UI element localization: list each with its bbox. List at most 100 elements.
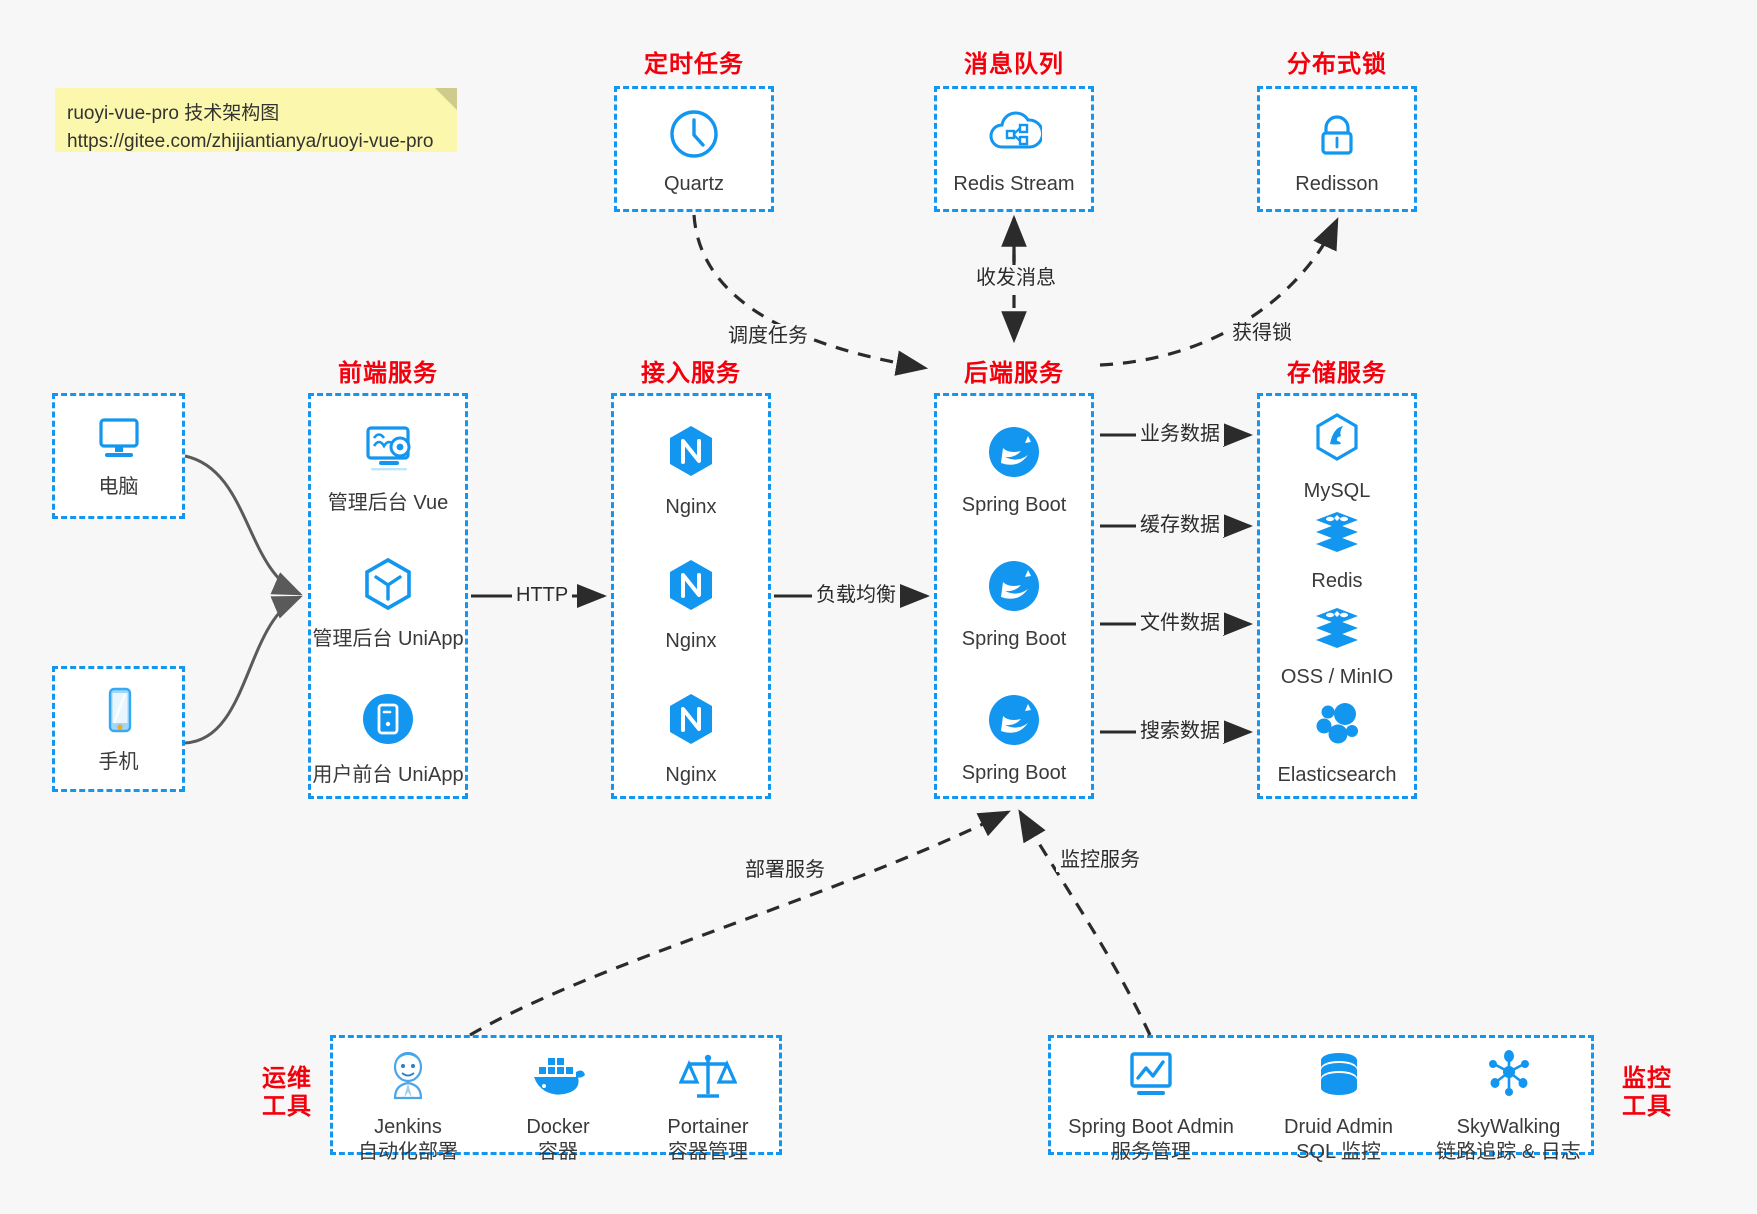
group-label-devops-line1: 运维 [262,1065,312,1092]
group-box-storage: MySQL Redis [1257,393,1417,799]
skywalking-icon [1426,1048,1591,1109]
group-label-lock: 分布式锁 [1287,51,1387,78]
group-label-scheduler: 定时任务 [644,51,744,78]
node-redis-stream[interactable]: Redis Stream [937,107,1091,197]
diagram-note: ruoyi-vue-pro 技术架构图 https://gitee.com/zh… [55,88,457,152]
redis-icon [1260,506,1414,563]
node-sublabel: 容器 [538,1141,578,1163]
node-spring-boot-3[interactable]: Spring Boot [937,690,1091,786]
database-icon [1251,1048,1426,1109]
node-skywalking[interactable]: SkyWalking 链路追踪 & 日志 [1426,1048,1591,1165]
node-admin-uniapp[interactable]: 管理后台 UniApp [311,554,465,652]
group-label-frontend: 前端服务 [338,360,438,387]
edge-label-http: HTTP [512,583,573,607]
oss-icon [1260,602,1414,659]
node-label: Spring Boot [961,762,1067,784]
node-label: Redis [1311,570,1363,592]
edge-label-load-balance: 负载均衡 [812,583,900,607]
edge-label-message: 收发消息 [972,266,1060,290]
node-spring-boot-admin[interactable]: Spring Boot Admin 服务管理 [1051,1048,1251,1165]
node-desktop[interactable]: 电脑 [55,412,182,500]
jenkins-icon [333,1048,483,1109]
node-spring-boot-1[interactable]: Spring Boot [937,422,1091,518]
node-label: 手机 [98,751,139,773]
node-mysql[interactable]: MySQL [1260,410,1414,504]
elasticsearch-icon [1260,698,1414,757]
node-nginx-2[interactable]: Nginx [614,556,768,654]
scales-icon [633,1048,783,1109]
nginx-icon [614,690,768,757]
node-label: Nginx [665,496,717,518]
cube-icon [311,554,465,621]
group-box-client-mobile: 手机 [52,666,185,792]
node-label: MySQL [1303,480,1371,502]
node-user-uniapp[interactable]: 用户前台 UniApp [311,690,465,788]
edge-label-file-data: 文件数据 [1136,611,1224,635]
node-nginx-1[interactable]: Nginx [614,422,768,520]
group-label-monitor: 监控 工具 [1612,1065,1682,1122]
node-label: Druid Admin [1284,1116,1393,1138]
group-box-client-pc: 电脑 [52,393,185,519]
node-redis[interactable]: Redis [1260,506,1414,594]
node-label: Jenkins [374,1116,442,1138]
nginx-icon [614,556,768,623]
node-label: 电脑 [98,476,139,498]
group-label-monitor-line1: 监控 [1622,1065,1672,1092]
monitor-chart-icon [1051,1048,1251,1109]
spring-icon [937,422,1091,487]
group-label-backend: 后端服务 [964,360,1064,387]
node-phone[interactable]: 手机 [55,683,182,775]
edge-label-acquire-lock: 获得锁 [1228,321,1296,345]
edge-label-search-data: 搜索数据 [1136,719,1224,743]
group-box-monitor: Spring Boot Admin 服务管理 Druid Admin SQL 监… [1048,1035,1594,1163]
node-label: Spring Boot [961,628,1067,650]
node-admin-vue[interactable]: 管理后台 Vue [311,418,465,516]
group-box-gateway: Nginx Nginx Nginx [611,393,771,799]
group-label-storage: 存储服务 [1287,360,1387,387]
node-label: OSS / MinIO [1280,666,1394,688]
node-label: Quartz [663,173,725,195]
phone-icon [55,683,182,744]
node-label: Portainer [667,1116,749,1138]
node-redisson[interactable]: Redisson [1260,107,1414,197]
node-portainer[interactable]: Portainer 容器管理 [633,1048,783,1165]
edge-label-cache-data: 缓存数据 [1136,513,1224,537]
group-box-mq: Redis Stream [934,86,1094,212]
group-label-gateway: 接入服务 [641,360,741,387]
node-oss-minio[interactable]: OSS / MinIO [1260,602,1414,690]
node-label: Spring Boot Admin [1068,1116,1234,1138]
node-label: Redis Stream [953,173,1075,195]
node-label: Redisson [1295,173,1379,195]
node-label: Nginx [665,630,717,652]
node-sublabel: 链路追踪 & 日志 [1436,1141,1581,1163]
node-spring-boot-2[interactable]: Spring Boot [937,556,1091,652]
node-label: 用户前台 UniApp [312,764,464,786]
node-label: 管理后台 UniApp [312,628,464,650]
node-elasticsearch[interactable]: Elasticsearch [1260,698,1414,788]
note-fold-corner [435,88,457,110]
node-label: 管理后台 Vue [327,492,449,514]
node-quartz[interactable]: Quartz [617,107,771,197]
node-label: Docker [526,1116,590,1138]
node-label: SkyWalking [1456,1116,1561,1138]
edge-label-monitoring: 监控服务 [1056,848,1144,872]
docker-icon [483,1048,633,1109]
edge-label-schedule: 调度任务 [724,324,812,348]
group-box-backend: Spring Boot Spring Boot Spring Boot [934,393,1094,799]
node-docker[interactable]: Docker 容器 [483,1048,633,1165]
group-label-mq: 消息队列 [964,51,1064,78]
group-box-scheduler: Quartz [614,86,774,212]
node-druid-admin[interactable]: Druid Admin SQL 监控 [1251,1048,1426,1165]
node-sublabel: SQL 监控 [1296,1141,1381,1163]
spring-icon [937,690,1091,755]
group-label-monitor-line2: 工具 [1622,1093,1672,1121]
node-sublabel: 服务管理 [1111,1141,1191,1163]
node-label: Spring Boot [961,494,1067,516]
node-label: Elasticsearch [1277,764,1397,786]
node-jenkins[interactable]: Jenkins 自动化部署 [333,1048,483,1165]
edge-label-deploy: 部署服务 [741,858,829,882]
node-sublabel: 容器管理 [668,1141,748,1163]
node-nginx-3[interactable]: Nginx [614,690,768,788]
desktop-icon [55,412,182,469]
